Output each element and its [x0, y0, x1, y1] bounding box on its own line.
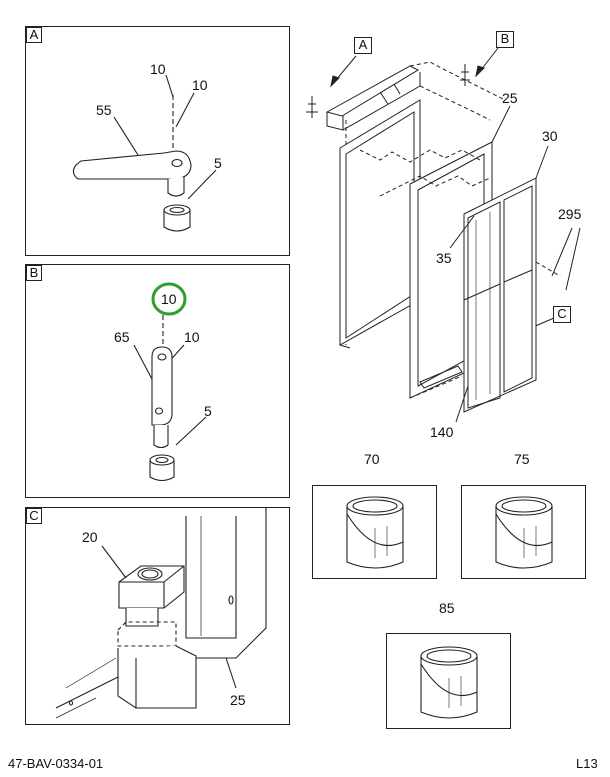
paint-label-70: 70: [364, 451, 380, 467]
leader-5: [175, 416, 207, 446]
detail-panel-a: A 10 10 55 5: [25, 26, 290, 256]
leader-25: [491, 105, 511, 143]
base-outline: [117, 621, 177, 647]
top-rail: [325, 65, 420, 117]
lever-arm: [72, 150, 192, 180]
leader-10-right: [175, 92, 195, 128]
panel-a-label-10-top: 10: [150, 61, 166, 77]
bolt-a: [306, 96, 318, 118]
arm-hub: [153, 425, 169, 449]
panel-a-drawing: [72, 74, 217, 232]
highlight-circle: [151, 282, 187, 316]
paint-label-85: 85: [439, 600, 455, 616]
label-35-hinge: 35: [436, 250, 452, 266]
document-id: 47-BAV-0334-01: [8, 756, 104, 771]
paint-can-icon: [495, 496, 553, 569]
panel-c-label-25: 25: [230, 692, 246, 708]
paint-can-icon: [346, 496, 404, 569]
panel-b-label-65: 65: [114, 329, 130, 345]
arrow-a-shaft: [335, 55, 357, 81]
panel-b-drawing: [133, 282, 207, 482]
leader-10-top: [165, 74, 174, 98]
arm-hole-top: [157, 353, 167, 361]
label-30-door: 30: [542, 128, 558, 144]
panel-a-label-5: 5: [214, 155, 222, 171]
arm-hole: [171, 158, 183, 168]
leader-25: [225, 657, 237, 689]
panel-a-tag: A: [26, 27, 42, 43]
leader-20: [101, 545, 127, 579]
arrow-b-shaft: [480, 47, 499, 71]
leader-35: [449, 215, 475, 249]
detail-panel-c: C 20 25: [25, 507, 290, 725]
lever-arm: [151, 346, 173, 426]
arm-hub: [167, 177, 185, 197]
callout-b: B: [496, 31, 514, 48]
leader-30: [535, 145, 549, 179]
detail-panel-b: B 10 65 10 5: [25, 264, 290, 498]
paint-can-box-75: [461, 485, 586, 579]
paint-can-box-85: [386, 633, 511, 729]
paint-can-box-70: [312, 485, 437, 579]
panel-c-label-20: 20: [82, 529, 98, 545]
panel-c-tag: C: [26, 508, 42, 524]
bushing: [149, 460, 175, 482]
arm-hole-bottom: [154, 407, 164, 415]
callout-c: C: [553, 306, 571, 323]
label-140-panel: 140: [430, 424, 454, 440]
panel-b-tag: B: [26, 265, 42, 281]
mount-block: [118, 565, 185, 609]
panel-c-drawing: [55, 508, 267, 719]
leader-65: [133, 344, 155, 384]
door-post: [185, 516, 237, 639]
callout-a: A: [354, 37, 372, 54]
bottom-rail: [419, 365, 463, 389]
leader-140: [455, 385, 469, 423]
label-25-frame: 25: [502, 90, 518, 106]
panel-b-label-5: 5: [204, 403, 212, 419]
panel-b-label-10-circled: 10: [161, 291, 177, 307]
paint-can-icon: [420, 646, 478, 719]
bolt-b: [460, 64, 470, 86]
leader-295-a: [551, 227, 573, 277]
panel-a-label-10-right: 10: [192, 77, 208, 93]
leader-55: [113, 116, 139, 156]
leader-295-b: [565, 227, 581, 291]
panel-a-label-55: 55: [96, 102, 112, 118]
leader-5: [187, 169, 217, 200]
paint-label-75: 75: [514, 451, 530, 467]
rear-frame: [339, 99, 421, 346]
panel-b-label-10: 10: [184, 329, 200, 345]
label-295-seal: 295: [558, 206, 582, 222]
bushing: [163, 210, 191, 232]
page-code: L13: [576, 756, 598, 771]
base-block: [117, 645, 197, 709]
